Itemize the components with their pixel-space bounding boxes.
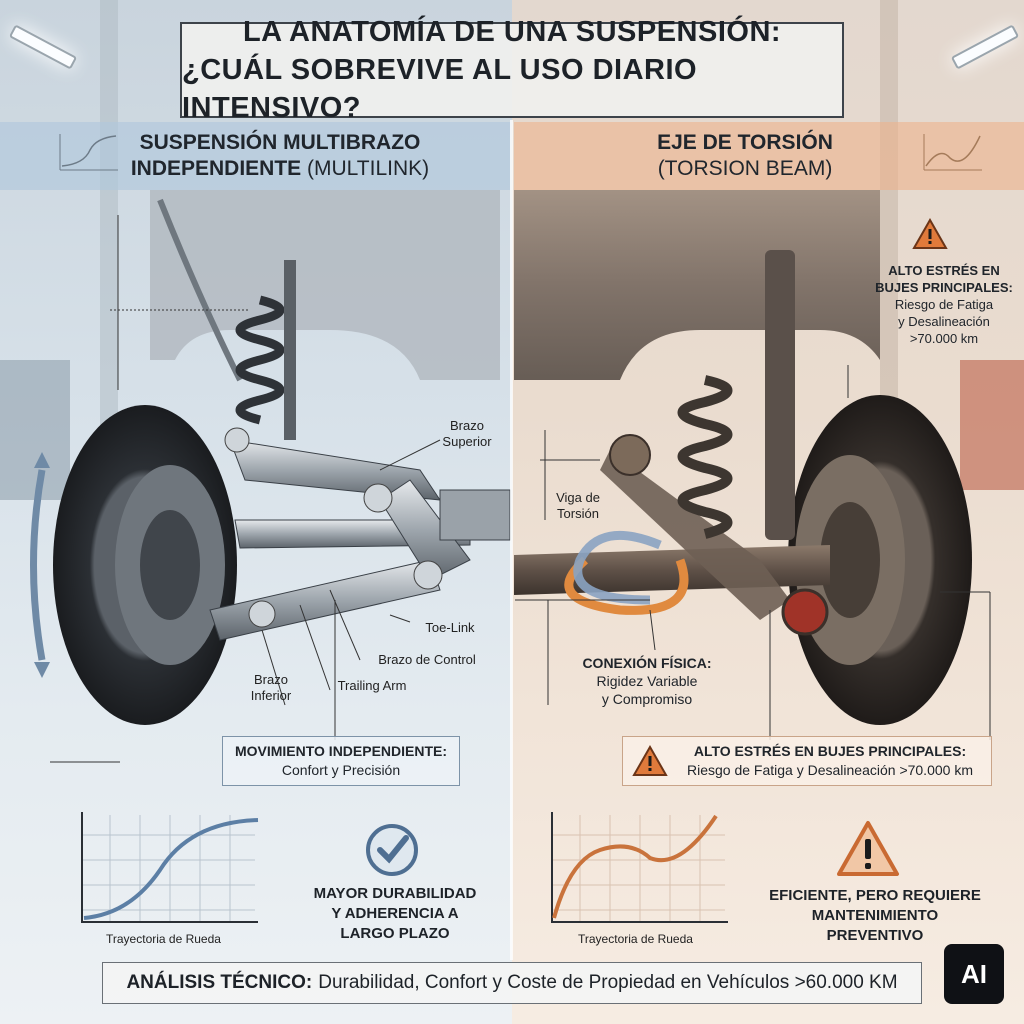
title-box: LA ANATOMÍA DE UNA SUSPENSIÓN: ¿CUÁL SOB… — [180, 16, 844, 124]
warning-triangle-icon — [632, 745, 668, 776]
check-badge-icon — [366, 824, 418, 876]
stress-box-title: ALTO ESTRÉS EN BUJES PRINCIPALES: — [693, 743, 967, 759]
stress-top-text: Riesgo de Fatiga y Desalineación >70.000… — [894, 297, 994, 346]
mini-graph-icon — [59, 134, 118, 171]
stress-box-text: Riesgo de Fatiga y Desalineación >70.000… — [686, 762, 973, 778]
multilink-title: SUSPENSIÓN MULTIBRAZO INDEPENDIENTE (MUL… — [90, 130, 470, 182]
label-trailing-arm: Trailing Arm — [337, 678, 407, 693]
label-brazo-inferior: Brazo Inferior — [250, 672, 292, 703]
multilink-title-bold: SUSPENSIÓN MULTIBRAZO INDEPENDIENTE — [130, 131, 421, 180]
wheel-path-graph-left — [81, 812, 259, 923]
right-title-band — [514, 122, 1024, 190]
torsion-title-bold: EJE DE TORSIÓN — [657, 131, 833, 154]
graph-caption-left: Trayectoria de Rueda — [106, 932, 221, 946]
conexion-text: Rigidez Variable y Compromiso — [596, 673, 698, 707]
stress-top-note: ALTO ESTRÉS EN BUJES PRINCIPALES: Riesgo… — [866, 262, 1022, 347]
stress-box-note: ALTO ESTRÉS EN BUJES PRINCIPALES: Riesgo… — [668, 742, 992, 780]
independent-movement-title: MOVIMIENTO INDEPENDIENTE: — [234, 743, 448, 759]
left-title-band — [0, 122, 510, 190]
label-brazo-control: Brazo de Control — [378, 652, 476, 667]
stress-top-title: ALTO ESTRÉS EN BUJES PRINCIPALES: — [875, 263, 1013, 295]
conexion-title: CONEXIÓN FÍSICA: — [582, 655, 712, 671]
title-line-2: ¿CUÁL SOBREVIVE AL USO DIARIO INTENSIVO? — [182, 54, 698, 124]
ai-badge: AI — [944, 944, 1004, 1004]
footer-bold: ANÁLISIS TÉCNICO: — [126, 972, 313, 993]
multilink-title-light: (MULTILINK) — [307, 157, 430, 180]
footer-text: Durabilidad, Confort y Coste de Propieda… — [318, 972, 898, 993]
independent-movement-note: MOVIMIENTO INDEPENDIENTE: Confort y Prec… — [222, 742, 460, 780]
label-brazo-superior: Brazo Superior — [442, 418, 492, 449]
wheel-path-graph-right — [551, 812, 728, 923]
warning-triangle-icon — [837, 821, 899, 876]
conexion-note: CONEXIÓN FÍSICA: Rigidez Variable y Comp… — [572, 654, 722, 708]
footer-bar: ANÁLISIS TÉCNICO: Durabilidad, Confort y… — [102, 962, 922, 1004]
independent-movement-box — [222, 736, 460, 786]
warning-triangle-icon — [912, 218, 948, 249]
stress-box — [622, 736, 992, 786]
label-toe-link: Toe-Link — [425, 620, 475, 635]
conclusion-left: MAYOR DURABILIDAD Y ADHERENCIA A LARGO P… — [313, 885, 477, 942]
torsion-title: EJE DE TORSIÓN (TORSION BEAM) — [580, 130, 910, 182]
torsion-title-light: (TORSION BEAM) — [657, 157, 833, 180]
center-divider — [510, 120, 513, 960]
graph-caption-right: Trayectoria de Rueda — [578, 932, 693, 946]
conclusion-right: EFICIENTE, PERO REQUIERE MANTENIMIENTO P… — [769, 887, 981, 944]
title-line-1: LA ANATOMÍA DE UNA SUSPENSIÓN: — [242, 16, 782, 48]
mini-graph-icon — [923, 134, 982, 171]
independent-movement-text: Confort y Precisión — [281, 762, 401, 778]
label-viga-torsion: Viga de Torsión — [556, 490, 600, 521]
